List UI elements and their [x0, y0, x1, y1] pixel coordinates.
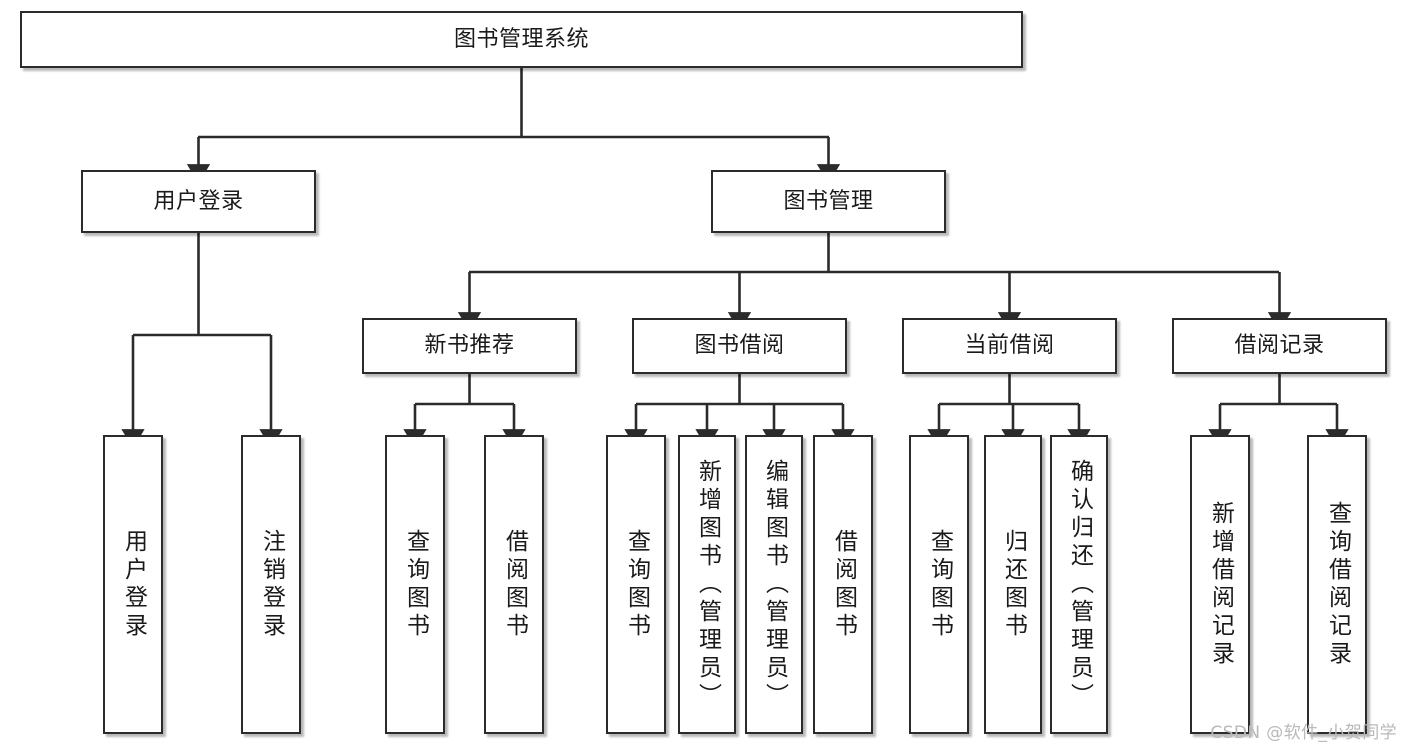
node-label: 图书借阅	[694, 333, 785, 359]
node-user-login[interactable]: 用户登录	[81, 170, 316, 233]
node-label: 确认归还（管理员）	[1066, 458, 1093, 711]
node-leaf-add-rec[interactable]: 新增借阅记录	[1190, 435, 1250, 734]
node-leaf-return[interactable]: 归还图书	[984, 435, 1042, 734]
node-book-borrow[interactable]: 图书借阅	[632, 318, 847, 374]
watermark-label: CSDN @软件_小贺同学	[1210, 723, 1397, 743]
node-label: 借阅记录	[1234, 333, 1325, 359]
node-label: 查询图书	[926, 528, 953, 641]
node-label: 新增图书（管理员）	[694, 458, 721, 711]
node-label: 查询图书	[623, 528, 650, 641]
node-leaf-user-login[interactable]: 用户登录	[103, 435, 163, 734]
node-label: 归还图书	[1000, 528, 1027, 641]
node-leaf-logout[interactable]: 注销登录	[241, 435, 301, 734]
node-leaf-query-2[interactable]: 查询图书	[606, 435, 666, 734]
node-leaf-borrow-2[interactable]: 借阅图书	[813, 435, 873, 734]
node-current-borrow[interactable]: 当前借阅	[902, 318, 1117, 374]
node-label: 当前借阅	[964, 333, 1055, 359]
node-leaf-add-book[interactable]: 新增图书（管理员）	[678, 435, 736, 734]
node-label: 查询图书	[402, 528, 429, 641]
node-label: 借阅图书	[830, 528, 857, 641]
node-borrow-record[interactable]: 借阅记录	[1172, 318, 1387, 374]
node-root[interactable]: 图书管理系统	[20, 11, 1023, 68]
node-leaf-borrow-1[interactable]: 借阅图书	[484, 435, 544, 734]
node-new-book-rec[interactable]: 新书推荐	[362, 318, 577, 374]
node-label: 用户登录	[153, 188, 244, 214]
node-label: 图书管理	[783, 188, 874, 214]
node-leaf-query-rec[interactable]: 查询借阅记录	[1307, 435, 1367, 734]
node-label: 图书管理系统	[453, 26, 589, 52]
node-leaf-query-1[interactable]: 查询图书	[385, 435, 445, 734]
node-label: 用户登录	[120, 528, 147, 641]
node-leaf-query-3[interactable]: 查询图书	[909, 435, 969, 734]
node-label: 查询借阅记录	[1324, 500, 1351, 669]
node-leaf-edit-book[interactable]: 编辑图书（管理员）	[745, 435, 803, 734]
node-label: 新增借阅记录	[1207, 500, 1234, 669]
node-leaf-confirm[interactable]: 确认归还（管理员）	[1050, 435, 1108, 734]
node-label: 编辑图书（管理员）	[761, 458, 788, 711]
node-label: 新书推荐	[424, 333, 515, 359]
node-book-manage[interactable]: 图书管理	[711, 170, 946, 233]
node-label: 注销登录	[258, 528, 285, 641]
node-label: 借阅图书	[501, 528, 528, 641]
